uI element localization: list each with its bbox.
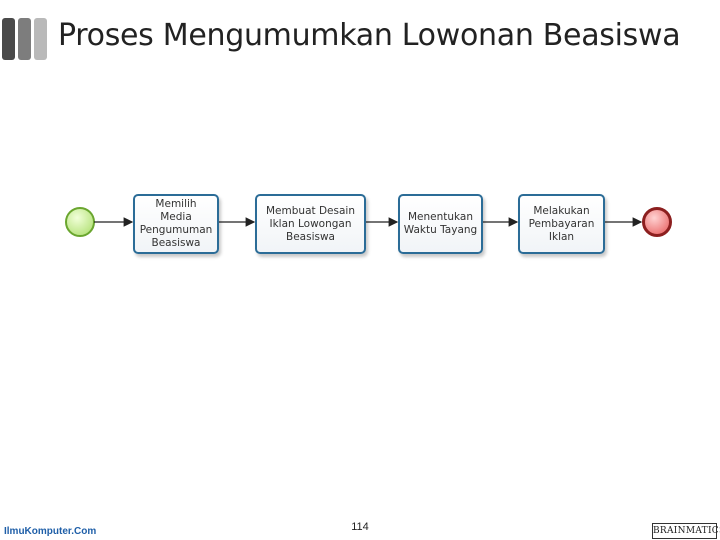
task-label: Melakukan Pembayaran Iklan (528, 204, 595, 243)
start-event (65, 207, 95, 237)
task-label: Menentukan Waktu Tayang (403, 211, 478, 236)
task-label: Membuat Desain Iklan Lowongan Beasiswa (266, 204, 355, 243)
slide-title: Proses Mengumumkan Lowonan Beasiswa (58, 18, 681, 53)
end-event (642, 207, 672, 237)
footer-brand: IlmuKomputer.Com (4, 526, 97, 537)
decorative-bar-3 (34, 18, 47, 60)
task-melakukan-pembayaran: Melakukan Pembayaran Iklan (518, 194, 605, 254)
task-menentukan-waktu: Menentukan Waktu Tayang (398, 194, 483, 254)
page-number: 114 (351, 521, 369, 533)
task-memilih-media: Memilih Media Pengumuman Beasiswa (133, 194, 219, 254)
decorative-bar-2 (18, 18, 31, 60)
brand-logo: BRAINMATICS (652, 523, 720, 539)
task-label: Memilih Media Pengumuman Beasiswa (139, 198, 213, 249)
decorative-bar-1 (2, 18, 15, 60)
task-membuat-desain: Membuat Desain Iklan Lowongan Beasiswa (255, 194, 366, 254)
